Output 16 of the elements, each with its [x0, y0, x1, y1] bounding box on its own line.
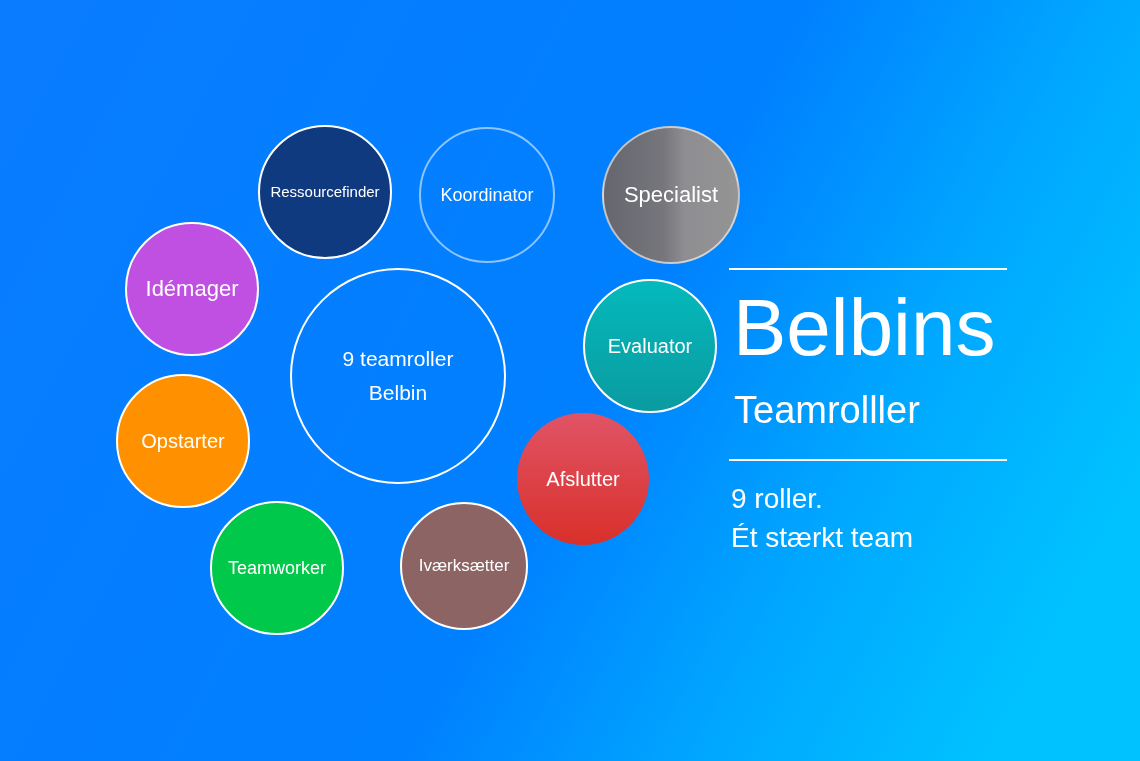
- role-name: Iværksætter: [418, 555, 510, 578]
- role-name: Ressourcefinder: [270, 182, 380, 202]
- heading: Belbins: [733, 288, 996, 368]
- role-name: Evaluator: [607, 334, 693, 359]
- role-name: Koordinator: [440, 183, 534, 207]
- role-name: Teamworker: [228, 556, 326, 580]
- role-name: Specialist: [623, 181, 719, 210]
- center-circle: [290, 268, 506, 484]
- tagline: 9 roller.: [731, 482, 823, 516]
- subheading: Teamrolller: [734, 388, 920, 433]
- role-circle: [419, 127, 555, 263]
- center-title: 9 teamroller Belbin: [341, 346, 455, 406]
- role-name: Opstarter: [141, 429, 225, 454]
- role-name: Idémager: [145, 275, 239, 304]
- role-name: Afslutter: [546, 467, 620, 492]
- tagline: Ét stærkt team: [731, 521, 914, 555]
